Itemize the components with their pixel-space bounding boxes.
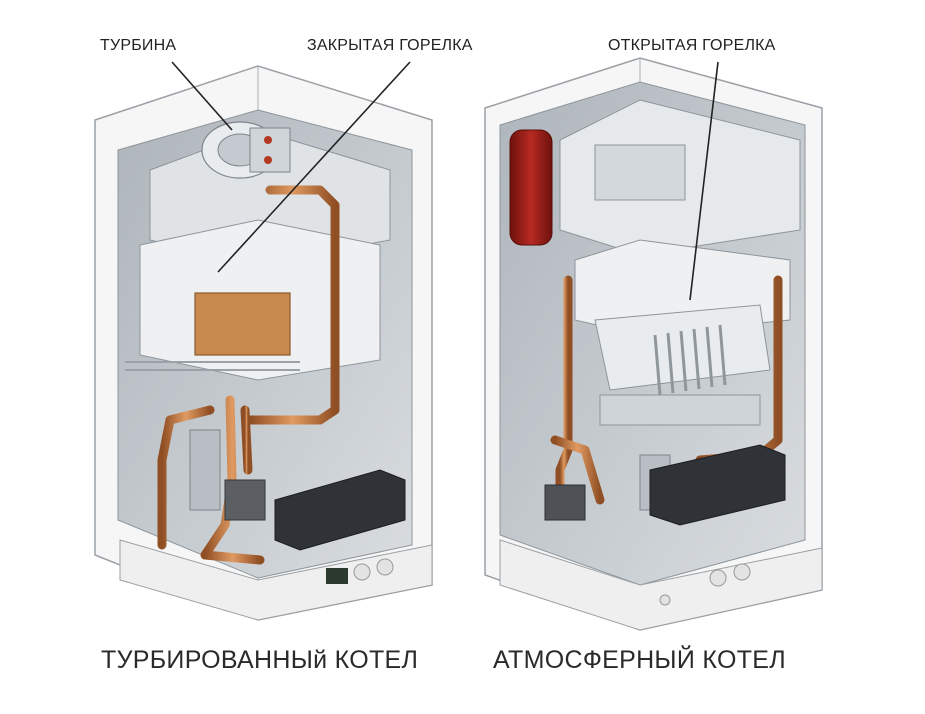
label-open-burner: ОТКРЫТАЯ ГОРЕЛКА — [608, 37, 776, 54]
atmospheric-boiler — [484, 57, 823, 631]
open-burner — [594, 304, 771, 426]
turbo-boiler — [94, 65, 433, 621]
closed-burner — [194, 292, 291, 356]
turbo-display — [326, 568, 348, 584]
caption-turbo-boiler: ТУРБИРОВАННЫй КОТЕЛ — [101, 646, 419, 674]
leader-open-burner — [689, 61, 719, 301]
turbine-fan — [201, 121, 291, 179]
caption-atmospheric-boiler: АТМОСФЕРНЫЙ КОТЕЛ — [493, 646, 786, 674]
leader-turbine — [171, 61, 233, 131]
label-turbine: ТУРБИНА — [100, 37, 177, 54]
expansion-vessel — [509, 129, 553, 246]
turbo-copper-pipes — [157, 185, 340, 565]
label-closed-burner: ЗАКРЫТАЯ ГОРЕЛКА — [307, 37, 473, 54]
leader-lines — [171, 61, 719, 301]
leader-closed-burner — [217, 61, 411, 273]
